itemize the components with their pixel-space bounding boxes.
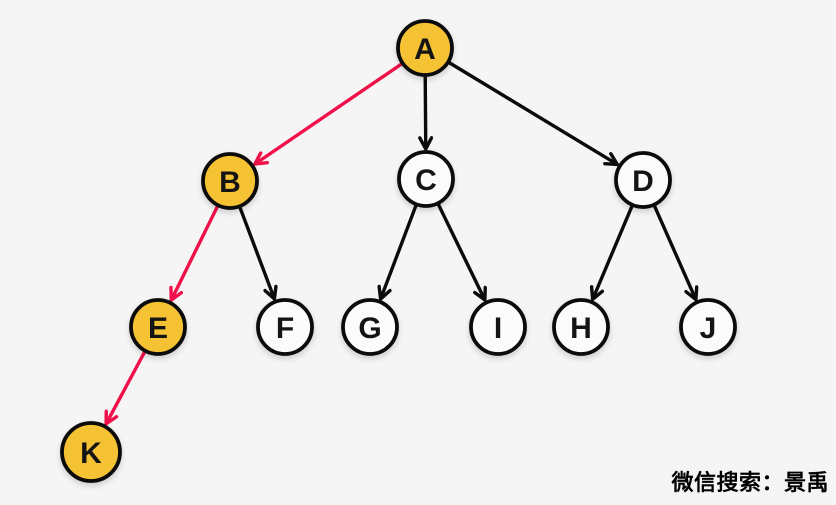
node-I-circle xyxy=(469,298,527,356)
watermark-text: 微信搜索：景禹 xyxy=(671,470,829,495)
node-G-circle xyxy=(341,298,399,356)
edge-B-E-path xyxy=(171,205,220,300)
node-B: B xyxy=(201,152,259,210)
node-J-circle xyxy=(679,298,737,356)
edge-D-H xyxy=(593,205,634,300)
node-F-circle xyxy=(256,298,314,356)
node-E-circle xyxy=(129,298,187,356)
node-K: K xyxy=(60,421,122,483)
edge-B-F xyxy=(238,206,275,299)
edge-C-G xyxy=(381,204,418,299)
node-K-circle xyxy=(60,421,122,483)
node-A-circle xyxy=(396,19,454,77)
node-I: I xyxy=(469,298,527,356)
node-A: A xyxy=(396,19,454,77)
node-B-circle xyxy=(201,152,259,210)
edge-C-I xyxy=(436,203,485,300)
node-G: G xyxy=(341,298,399,356)
node-E: E xyxy=(129,298,187,356)
node-J: J xyxy=(679,298,737,356)
node-H-circle xyxy=(552,298,610,356)
node-D: D xyxy=(614,151,672,209)
edge-A-C xyxy=(425,75,426,149)
node-C: C xyxy=(397,150,455,208)
node-H: H xyxy=(552,298,610,356)
node-C-circle xyxy=(397,150,455,208)
edge-A-B-path xyxy=(255,62,403,164)
edge-D-J xyxy=(652,204,696,300)
edge-A-D xyxy=(448,61,617,165)
node-F: F xyxy=(256,298,314,356)
edge-E-K-path xyxy=(106,350,147,424)
node-D-circle xyxy=(614,151,672,209)
